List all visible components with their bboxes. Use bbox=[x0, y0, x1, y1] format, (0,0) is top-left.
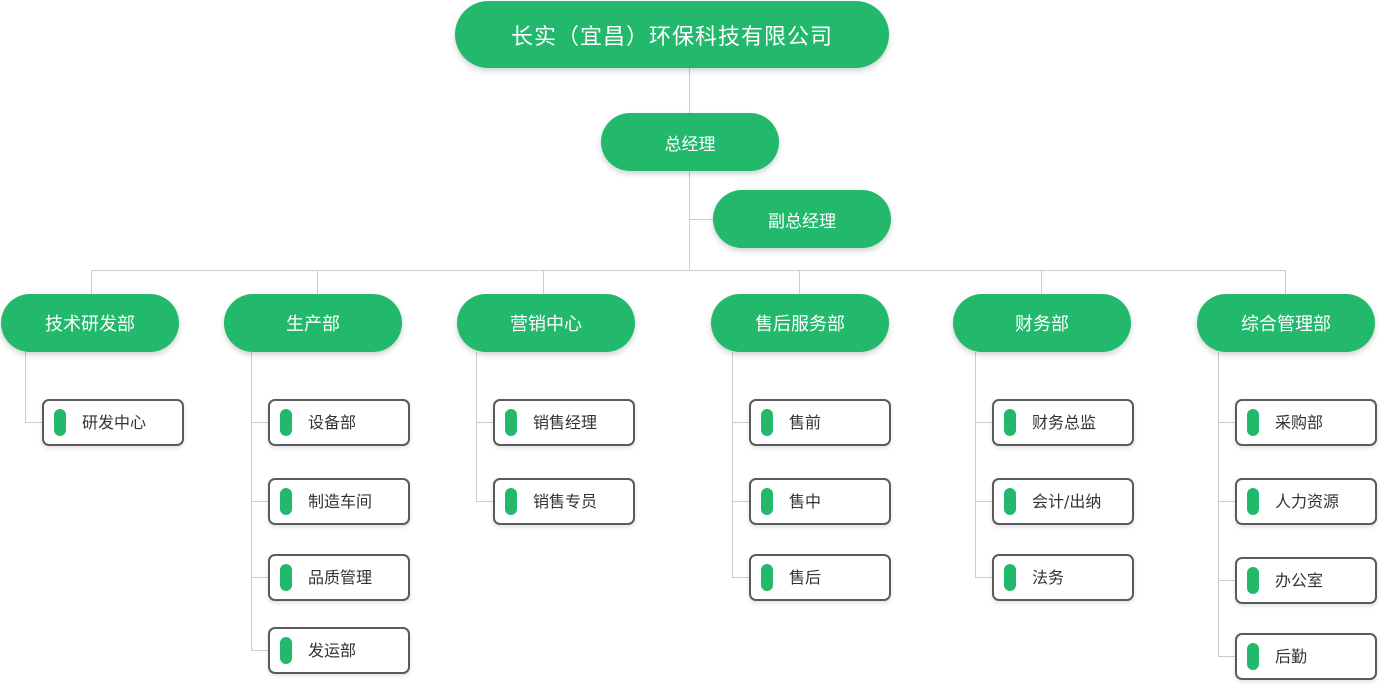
sub-unit-card: 会计/出纳 bbox=[992, 478, 1134, 525]
sub-unit-label: 制造车间 bbox=[308, 492, 373, 511]
sub-unit-label: 财务总监 bbox=[1032, 413, 1097, 432]
accent-bar bbox=[1247, 643, 1259, 670]
accent-bar bbox=[1004, 409, 1016, 436]
accent-bar bbox=[761, 488, 773, 515]
accent-bar bbox=[1247, 488, 1259, 515]
accent-bar bbox=[54, 409, 66, 436]
sub-unit-card: 法务 bbox=[992, 554, 1134, 601]
accent-bar bbox=[1004, 564, 1016, 591]
sub-unit-card: 后勤 bbox=[1235, 633, 1377, 680]
accent-bar bbox=[1247, 409, 1259, 436]
sub-unit-label: 后勤 bbox=[1275, 647, 1308, 666]
accent-bar bbox=[280, 409, 292, 436]
accent-bar bbox=[1004, 488, 1016, 515]
sub-unit-label: 售中 bbox=[789, 492, 822, 511]
sub-unit-card: 设备部 bbox=[268, 399, 410, 446]
accent-bar bbox=[761, 564, 773, 591]
sub-unit-label: 办公室 bbox=[1275, 571, 1324, 590]
accent-bar bbox=[280, 637, 292, 664]
accent-bar bbox=[280, 488, 292, 515]
department-node-tech: 技术研发部 bbox=[1, 294, 179, 352]
sub-unit-card: 销售经理 bbox=[493, 399, 635, 446]
sub-unit-card: 人力资源 bbox=[1235, 478, 1377, 525]
accent-bar bbox=[1247, 567, 1259, 594]
sub-unit-label: 法务 bbox=[1032, 568, 1065, 587]
sub-unit-card: 销售专员 bbox=[493, 478, 635, 525]
sub-unit-label: 售后 bbox=[789, 568, 822, 587]
sub-unit-label: 销售专员 bbox=[533, 492, 598, 511]
sub-unit-card: 售后 bbox=[749, 554, 891, 601]
accent-bar bbox=[505, 409, 517, 436]
accent-bar bbox=[761, 409, 773, 436]
company-node: 长实（宜昌）环保科技有限公司 bbox=[455, 1, 889, 68]
sub-unit-label: 品质管理 bbox=[308, 568, 373, 587]
department-node-aftersales: 售后服务部 bbox=[711, 294, 889, 352]
sub-unit-label: 发运部 bbox=[308, 641, 357, 660]
accent-bar bbox=[505, 488, 517, 515]
department-node-marketing: 营销中心 bbox=[457, 294, 635, 352]
deputy-general-manager-node: 副总经理 bbox=[713, 190, 891, 248]
accent-bar bbox=[280, 564, 292, 591]
department-node-admin: 综合管理部 bbox=[1197, 294, 1375, 352]
sub-unit-card: 研发中心 bbox=[42, 399, 184, 446]
sub-unit-card: 财务总监 bbox=[992, 399, 1134, 446]
sub-unit-label: 会计/出纳 bbox=[1032, 492, 1102, 511]
sub-unit-label: 采购部 bbox=[1275, 413, 1324, 432]
sub-unit-card: 发运部 bbox=[268, 627, 410, 674]
sub-unit-card: 售前 bbox=[749, 399, 891, 446]
sub-unit-card: 制造车间 bbox=[268, 478, 410, 525]
sub-unit-card: 品质管理 bbox=[268, 554, 410, 601]
sub-unit-label: 设备部 bbox=[308, 413, 357, 432]
sub-unit-card: 办公室 bbox=[1235, 557, 1377, 604]
sub-unit-card: 售中 bbox=[749, 478, 891, 525]
sub-unit-label: 销售经理 bbox=[533, 413, 598, 432]
sub-unit-label: 人力资源 bbox=[1275, 492, 1340, 511]
sub-unit-card: 采购部 bbox=[1235, 399, 1377, 446]
general-manager-node: 总经理 bbox=[601, 113, 779, 171]
sub-unit-label: 售前 bbox=[789, 413, 822, 432]
department-node-finance: 财务部 bbox=[953, 294, 1131, 352]
department-node-production: 生产部 bbox=[224, 294, 402, 352]
sub-unit-label: 研发中心 bbox=[82, 413, 147, 432]
